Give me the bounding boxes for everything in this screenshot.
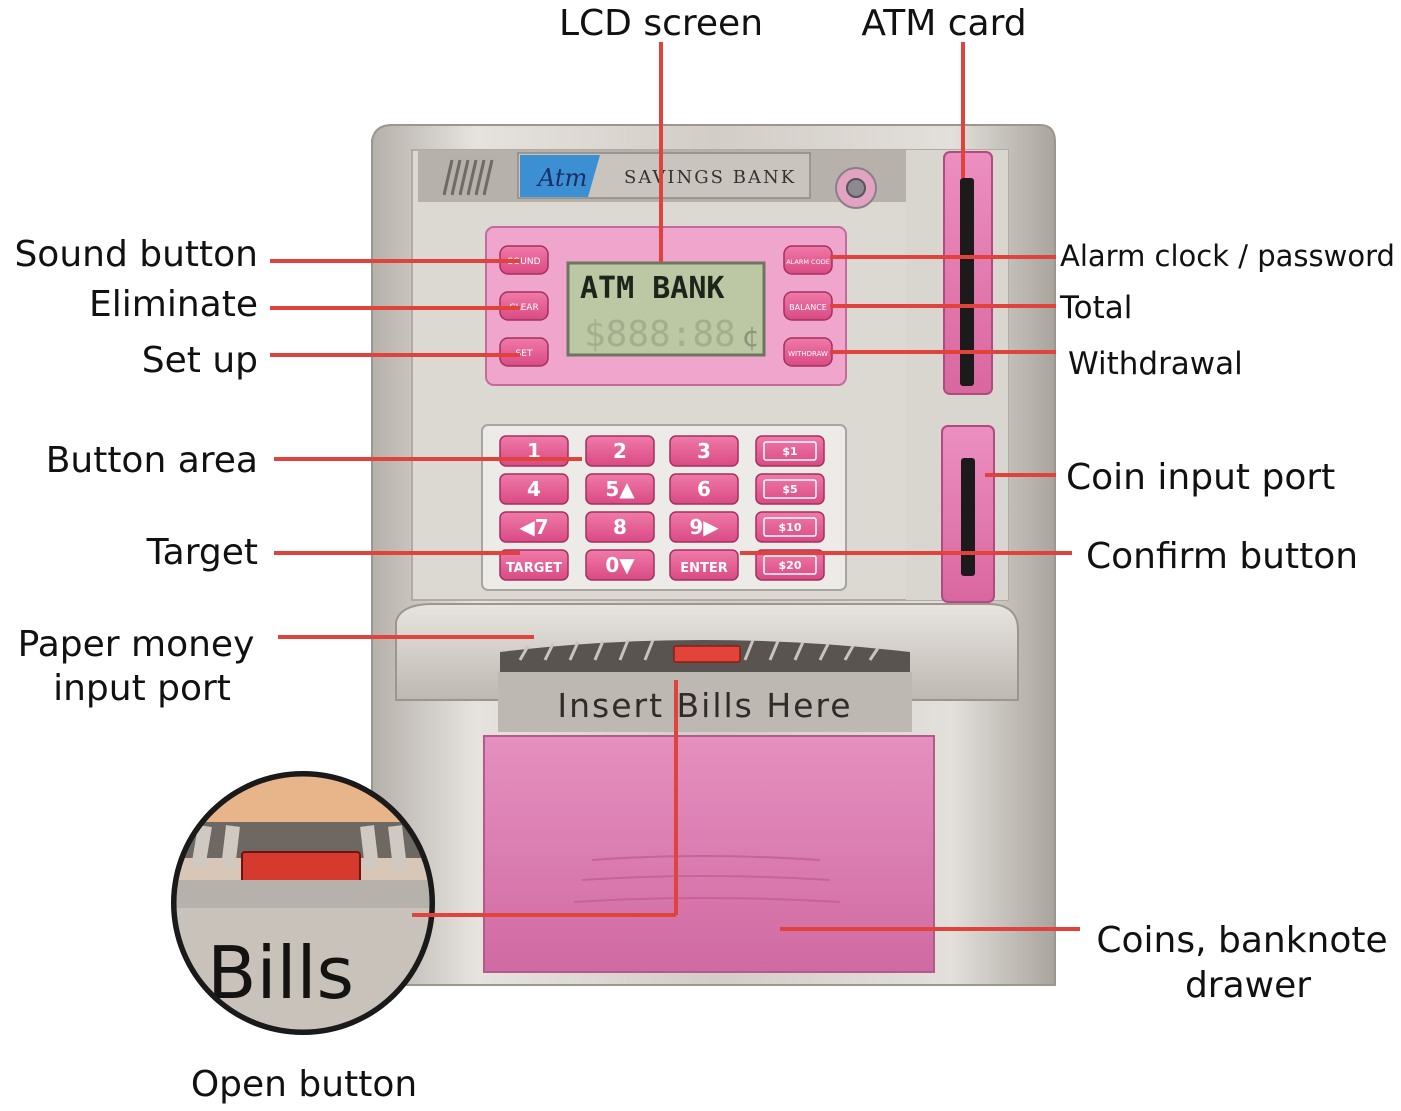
sound-button-label: SOUND xyxy=(507,257,540,267)
keypad-key-3-0[interactable]: TARGET xyxy=(499,549,569,581)
open-latch[interactable] xyxy=(673,645,741,663)
bill-slot-text: Insert Bills Here xyxy=(557,686,852,725)
set-button-label: SET xyxy=(516,349,533,359)
label-atm-card: ATM card xyxy=(861,3,1026,44)
keypad-key-label: 2 xyxy=(613,439,627,463)
alarm-code-button-label: ALARM CODE xyxy=(786,258,830,266)
label-eliminate: Eliminate xyxy=(89,284,258,325)
lcd-line1: ATM BANK xyxy=(580,271,725,306)
keypad-key-3-1[interactable]: 0▼ xyxy=(585,549,655,581)
callout-labels: LCD screen ATM card Sound button Elimina… xyxy=(14,3,1394,1105)
open-button-inset: t Bills xyxy=(156,771,435,1035)
coin-input-slot[interactable] xyxy=(941,425,995,603)
callout-lines xyxy=(270,42,1080,931)
keypad-key-2-0[interactable]: ◀7 xyxy=(499,511,569,543)
label-withdrawal: Withdrawal xyxy=(1068,346,1243,382)
keypad-key-0-3[interactable]: $1 xyxy=(755,435,825,467)
label-paper-money-2: input port xyxy=(53,668,231,709)
withdraw-button-label: WITHDRAW xyxy=(788,350,828,358)
keypad-key-3-2[interactable]: ENTER xyxy=(669,549,739,581)
label-alarm-clock-password: Alarm clock / password xyxy=(1060,239,1395,273)
brand-logo: Atm xyxy=(536,164,587,192)
label-open-button: Open button xyxy=(191,1064,417,1105)
label-lcd-screen: LCD screen xyxy=(559,3,763,44)
clear-button-label: CLEAR xyxy=(509,303,538,313)
keypad-key-label: 4 xyxy=(527,477,541,501)
label-coins-drawer-1: Coins, banknote xyxy=(1096,920,1387,961)
keypad-key-2-1[interactable]: 8 xyxy=(585,511,655,543)
keypad-key-label: TARGET xyxy=(506,561,562,576)
label-coins-drawer-2: drawer xyxy=(1185,965,1311,1006)
keypad-key-label: 0▼ xyxy=(605,553,635,577)
keypad-key-1-2[interactable]: 6 xyxy=(669,473,739,505)
keypad-key-label: ◀7 xyxy=(519,515,548,539)
label-confirm-button: Confirm button xyxy=(1086,536,1358,577)
atm-card-slot[interactable] xyxy=(943,151,993,395)
label-sound-button: Sound button xyxy=(14,234,258,275)
label-paper-money-1: Paper money xyxy=(18,624,255,665)
balance-button-label: BALANCE xyxy=(789,303,827,312)
keypad-key-label: $10 xyxy=(779,521,802,534)
keypad-area xyxy=(481,424,847,591)
keypad-key-label: $1 xyxy=(782,445,797,458)
keypad-key-1-0[interactable]: 4 xyxy=(499,473,569,505)
keypad-key-2-2[interactable]: 9▶ xyxy=(669,511,739,543)
label-button-area: Button area xyxy=(46,440,258,481)
balance-button[interactable]: BALANCE xyxy=(783,291,833,321)
inset-text: t Bills xyxy=(156,931,354,1015)
keypad-key-label: 9▶ xyxy=(689,515,719,539)
keypad-key-label: $5 xyxy=(782,483,797,496)
keypad-key-label: 6 xyxy=(697,477,711,501)
label-target: Target xyxy=(146,532,258,573)
keypad-key-label: 3 xyxy=(697,439,711,463)
label-total: Total xyxy=(1059,290,1132,326)
brand-name: SAVINGS BANK xyxy=(624,167,796,188)
vent-grille xyxy=(442,159,494,196)
keypad-key-label: 5▲ xyxy=(605,477,635,501)
lcd-cents: ¢ xyxy=(742,320,760,353)
keypad-key-label: $20 xyxy=(779,559,802,572)
lcd-panel: ATM BANK $888:88 ¢ xyxy=(485,226,847,386)
keypad-key-0-0[interactable]: 1 xyxy=(499,435,569,467)
keypad-key-1-3[interactable]: $5 xyxy=(755,473,825,505)
label-set-up: Set up xyxy=(142,340,258,381)
alarm-code-button[interactable]: ALARM CODE xyxy=(783,245,833,275)
keypad-key-0-1[interactable]: 2 xyxy=(585,435,655,467)
clear-button[interactable]: CLEAR xyxy=(499,291,549,321)
keypad-key-0-2[interactable]: 3 xyxy=(669,435,739,467)
keypad-key-1-1[interactable]: 5▲ xyxy=(585,473,655,505)
cash-drawer[interactable] xyxy=(483,735,935,973)
keypad-key-3-3[interactable]: $20 xyxy=(755,549,825,581)
withdraw-button[interactable]: WITHDRAW xyxy=(783,337,833,367)
label-coin-input-port: Coin input port xyxy=(1066,457,1335,498)
lcd-line2: $888:88 xyxy=(584,314,736,355)
set-button[interactable]: SET xyxy=(499,337,549,367)
lcd-screen xyxy=(566,261,766,357)
atm-body: Atm SAVINGS BANK ATM BANK $888:88 ¢ SOUN… xyxy=(371,124,1056,986)
keypad-key-label: ENTER xyxy=(680,561,728,576)
keypad-key-label: 8 xyxy=(613,515,627,539)
keypad-key-2-3[interactable]: $10 xyxy=(755,511,825,543)
